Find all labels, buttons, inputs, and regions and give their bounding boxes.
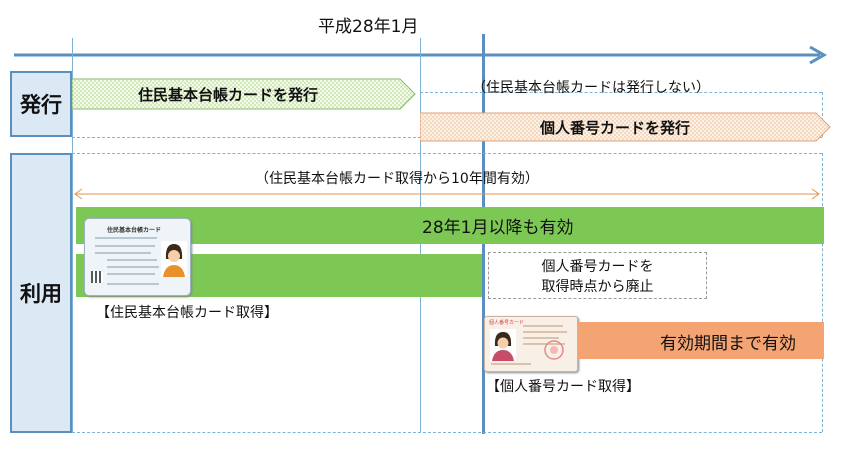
juki-card-image: 住民基本台帳カード (84, 218, 191, 296)
valid-after-label: 28年1月以降も有効 (422, 218, 574, 238)
stamp-decoration-icon (544, 340, 564, 360)
issue-row-label: 発行 (10, 71, 72, 137)
valid-after-bar (76, 207, 824, 244)
valid-until-bar (578, 322, 824, 359)
mynumber-card-image: 個人番号カード (484, 316, 578, 372)
juki-issue-label: 住民基本台帳カードを発行 (138, 86, 319, 104)
qr-code-icon (91, 271, 103, 283)
mynumber-issue-arrow (420, 112, 831, 142)
juki-issue-arrow (72, 78, 416, 110)
use-row-label: 利用 (10, 153, 72, 433)
date-label: 平成28年1月 (318, 17, 419, 37)
use-row-top (72, 153, 822, 154)
timeline-arrow (14, 45, 828, 65)
right-border-issue (822, 92, 823, 137)
right-border-use (822, 153, 823, 432)
start-line (72, 38, 73, 433)
issue-upper-right-border (420, 92, 822, 93)
person-photo-icon (490, 329, 516, 361)
mynumber-card-heading: 個人番号カード (489, 320, 525, 326)
abolish-note: 個人番号カードを 取得時点から廃止 (488, 252, 707, 299)
validity-note: （住民基本台帳カード取得から10年間有効） (255, 171, 539, 187)
use-row-bottom (72, 432, 822, 433)
validity-double-arrow (74, 188, 820, 200)
juki-card-title: 住民基本台帳カード (107, 227, 162, 234)
abolish-note-line2: 取得時点から廃止 (541, 279, 654, 295)
mynumber-acquire-label: 【個人番号カード取得】 (486, 379, 640, 395)
not-issued-note: （住民基本台帳カードは発行しない） (472, 80, 710, 96)
person-photo-icon (161, 241, 187, 277)
abolish-note-line1: 個人番号カードを (541, 259, 654, 275)
valid-until-label: 有効期間まで有効 (660, 334, 796, 354)
juki-acquire-label: 【住民基本台帳カード取得】 (96, 305, 278, 321)
mynumber-issue-label: 個人番号カードを発行 (540, 119, 691, 137)
